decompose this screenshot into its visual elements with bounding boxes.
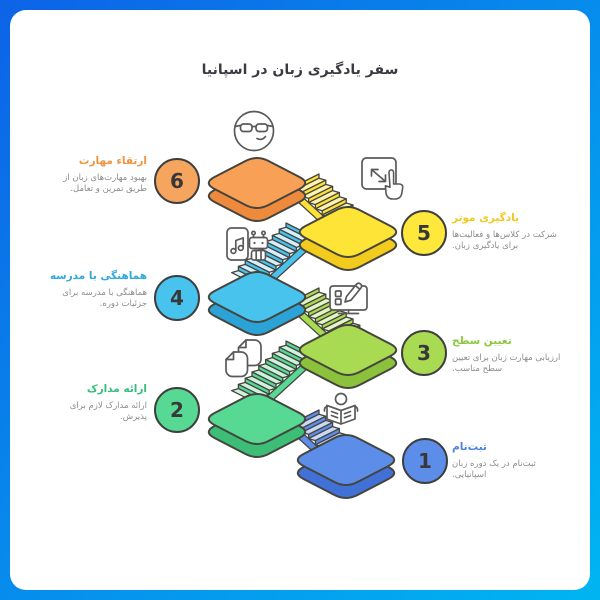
platform-step-2: [207, 392, 307, 459]
step-6-number: 6: [170, 169, 184, 193]
step-5-number: 5: [417, 221, 431, 245]
step-2-number: 2: [170, 398, 184, 422]
step-3-number: 3: [417, 341, 431, 365]
step-6-title: ارتقاء مهارت: [78, 155, 147, 167]
step-4-title: هماهنگی با مدرسه: [49, 270, 147, 282]
face-sunglasses-icon: [233, 110, 275, 152]
step-4-description: هماهنگی با مدرسه برای جزئیات دوره.: [62, 288, 147, 309]
platform-step-1: [296, 433, 396, 500]
click-gesture-icon: [361, 157, 404, 200]
step-3-number-badge: 3: [401, 330, 447, 376]
platform-step-3: [298, 323, 398, 390]
documents-icon: [225, 339, 262, 378]
page-title: سفر یادگیری زبان در اسپانیا: [201, 62, 399, 78]
step-1-description: ثبت‌نام در یک دوره زبان اسپانیایی.: [452, 459, 536, 480]
step-3-title: تعیین سطح: [452, 335, 512, 347]
step-2-label: ارائه مدارک ارائه مدارک لازم برای پذیرش.: [45, 383, 147, 423]
step-2-number-badge: 2: [154, 387, 200, 433]
person-reading-book-icon: [323, 392, 359, 425]
step-1-title: ثبت‌نام: [452, 441, 487, 453]
step-5-label: یادگیری موثر شرکت در کلاس‌ها و فعالیت‌ها…: [452, 212, 566, 252]
platform-step-6: [207, 156, 307, 223]
step-1-label: ثبت‌نام ثبت‌نام در یک دوره زبان اسپانیای…: [452, 441, 566, 481]
step-5-description: شرکت در کلاس‌ها و فعالیت‌ها برای یادگیری…: [452, 230, 557, 251]
step-4-number: 4: [170, 286, 184, 310]
step-5-title: یادگیری موثر: [452, 212, 520, 224]
assessment-monitor-icon: [329, 282, 368, 315]
step-1-number: 1: [418, 449, 432, 473]
step-6-description: بهبود مهارت‌های زبان از طریق تمرین و تعا…: [63, 173, 147, 194]
step-1-number-badge: 1: [402, 438, 448, 484]
step-3-description: ارزیابی مهارت زبان برای تعیین سطح مناسب.: [452, 353, 561, 374]
step-2-description: ارائه مدارک لازم برای پذیرش.: [69, 401, 147, 422]
platform-step-5: [298, 205, 398, 272]
step-2-title: ارائه مدارک: [86, 383, 147, 395]
step-3-label: تعیین سطح ارزیابی مهارت زبان برای تعیین …: [452, 335, 566, 375]
step-5-number-badge: 5: [401, 210, 447, 256]
step-6-label: ارتقاء مهارت بهبود مهارت‌های زبان از طری…: [45, 155, 147, 195]
step-4-number-badge: 4: [154, 275, 200, 321]
step-4-label: هماهنگی با مدرسه هماهنگی با مدرسه برای ج…: [45, 270, 147, 310]
platform-step-4: [207, 270, 307, 337]
step-6-number-badge: 6: [154, 158, 200, 204]
music-card-robot-icon: [226, 227, 269, 261]
